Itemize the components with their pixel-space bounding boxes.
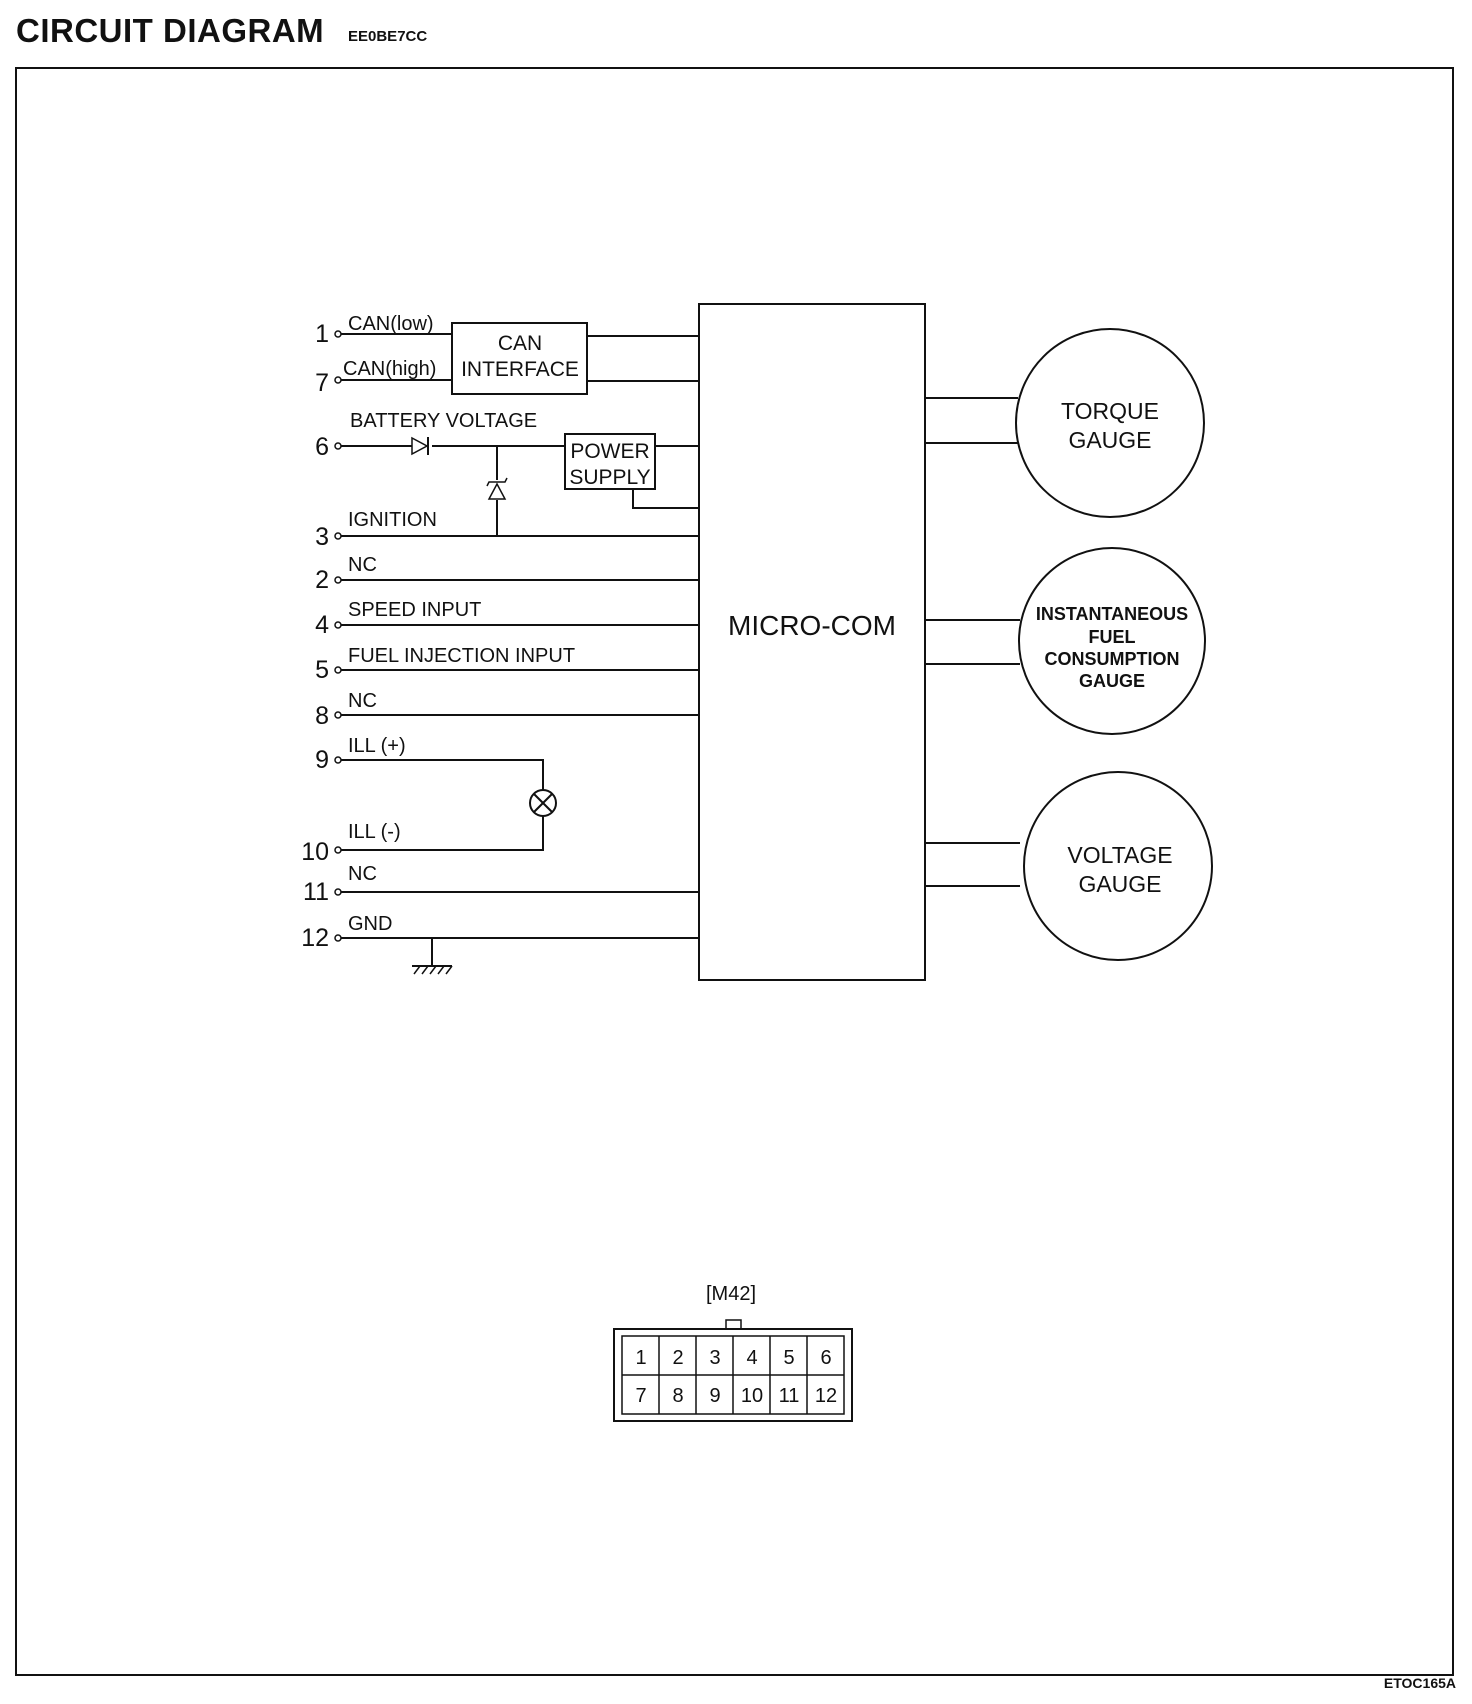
can-interface-block: CAN INTERFACE [451, 322, 588, 395]
diode-icon [411, 436, 429, 456]
pin-label: IGNITION [348, 509, 437, 531]
gauge-label: INSTANTANEOUS [1036, 604, 1188, 624]
figure-code: ETOC165A [1383, 1675, 1456, 1691]
ground-icon [412, 965, 453, 975]
pin-number: 4 [315, 611, 329, 639]
block-label: CAN [498, 332, 542, 355]
pin-11: 11 NC [303, 863, 377, 906]
gauge-label: GAUGE [1068, 427, 1151, 453]
pin-12: 12 GND [301, 913, 392, 952]
connector-pin: 10 [741, 1385, 763, 1407]
pin-terminal [334, 330, 342, 338]
pin-terminal [334, 576, 342, 584]
power-supply-block: POWER SUPPLY [564, 433, 656, 490]
pin-8: 8 NC [315, 690, 377, 730]
connector-pin: 7 [635, 1385, 646, 1407]
pin-number: 9 [315, 746, 329, 774]
pin-terminal [334, 934, 342, 942]
connector-pin: 4 [746, 1347, 757, 1369]
voltage-gauge: VOLTAGE GAUGE [1023, 771, 1213, 961]
pin-terminal [334, 711, 342, 719]
pin-number: 11 [303, 878, 329, 906]
pin-9: 9 ILL (+) [315, 735, 406, 774]
pin-terminal [334, 756, 342, 764]
pin-terminal [334, 621, 342, 629]
pin-number: 2 [315, 566, 329, 594]
pin-number: 3 [315, 523, 329, 551]
block-label: MICRO-COM [728, 610, 896, 641]
gauge-label: CONSUMPTION [1045, 649, 1180, 669]
lamp-icon [529, 789, 557, 817]
pin-label: SPEED INPUT [348, 599, 481, 621]
pin-terminal [334, 888, 342, 896]
pin-terminal [334, 442, 342, 450]
micro-com-block: MICRO-COM [698, 303, 926, 981]
connector-pin: 11 [779, 1385, 800, 1407]
zener-diode-icon [486, 477, 508, 500]
pin-6: 6 BATTERY VOLTAGE [315, 410, 537, 461]
pin-label: BATTERY VOLTAGE [350, 410, 537, 432]
fuel-consumption-gauge: INSTANTANEOUS FUEL CONSUMPTION GAUGE [1018, 547, 1206, 735]
connector-pin: 1 [635, 1347, 646, 1369]
connector-pin: 12 [815, 1385, 837, 1407]
connector-m42: [M42] 1 2 3 4 5 6 7 8 9 10 11 12 [613, 1283, 853, 1422]
pin-terminal [334, 666, 342, 674]
connector-pin: 6 [820, 1347, 831, 1369]
pin-label: NC [348, 863, 377, 885]
block-label: POWER [570, 440, 649, 463]
connector-pin: 3 [709, 1347, 720, 1369]
block-label: SUPPLY [569, 466, 650, 489]
pin-2: 2 NC [315, 554, 377, 594]
gauge-label: GAUGE [1079, 671, 1145, 691]
pin-label: FUEL INJECTION INPUT [348, 645, 575, 667]
gauge-label: FUEL [1089, 627, 1136, 647]
pin-5: 5 FUEL INJECTION INPUT [315, 645, 575, 684]
connector-latch [725, 1319, 742, 1330]
torque-gauge: TORQUE GAUGE [1015, 328, 1205, 518]
pin-label: CAN(high) [343, 358, 436, 380]
connector-pin: 9 [709, 1385, 720, 1407]
pin-4: 4 SPEED INPUT [315, 599, 481, 639]
pin-label: NC [348, 554, 377, 576]
pin-number: 7 [315, 369, 329, 397]
diagram-frame [15, 67, 1454, 1676]
pin-10: 10 ILL (-) [301, 821, 400, 866]
pin-3: 3 IGNITION [315, 509, 437, 551]
pin-label: CAN(low) [348, 313, 434, 335]
pin-number: 1 [315, 320, 329, 348]
gauge-label: TORQUE [1061, 398, 1159, 424]
pin-terminal [334, 376, 342, 384]
pin-number: 12 [301, 924, 329, 952]
wires [341, 333, 1020, 966]
pin-label: ILL (-) [348, 821, 401, 843]
connector-pin: 2 [672, 1347, 683, 1369]
pin-terminal [334, 532, 342, 540]
pin-label: GND [348, 913, 392, 935]
pin-terminal [334, 846, 342, 854]
pin-number: 6 [315, 433, 329, 461]
gauge-label: GAUGE [1078, 871, 1161, 897]
block-label: INTERFACE [461, 358, 579, 381]
pin-number: 8 [315, 702, 329, 730]
connector-pin: 5 [783, 1347, 794, 1369]
pin-label: ILL (+) [348, 735, 406, 757]
pin-1: 1 CAN(low) [315, 313, 433, 348]
gauge-label: VOLTAGE [1067, 842, 1172, 868]
connector-name: [M42] [706, 1283, 756, 1305]
section-code: EE0BE7CC [348, 28, 428, 45]
pin-number: 10 [301, 838, 329, 866]
connector-pin: 8 [672, 1385, 683, 1407]
pin-7: 7 CAN(high) [315, 358, 436, 397]
page-title: CIRCUIT DIAGRAM [16, 12, 325, 49]
pin-label: NC [348, 690, 377, 712]
pin-number: 5 [315, 656, 329, 684]
